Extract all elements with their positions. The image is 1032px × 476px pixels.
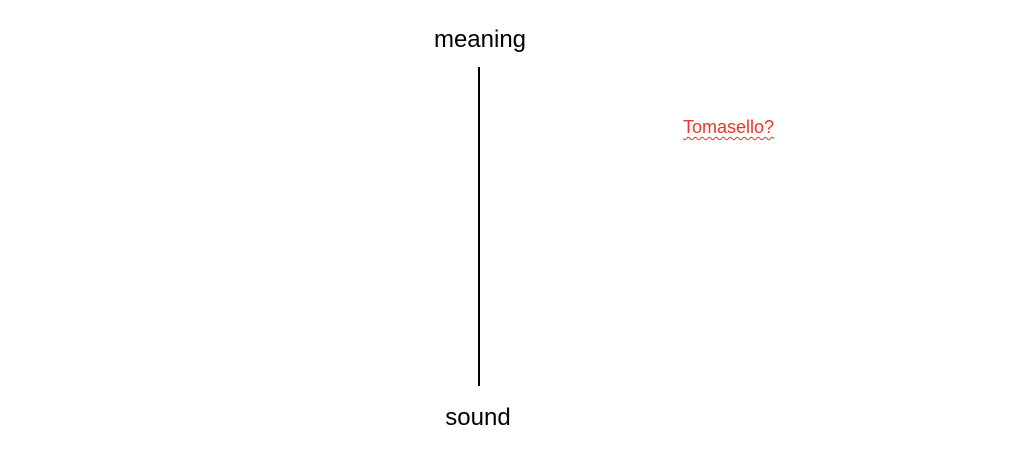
meaning-sound-axis-line bbox=[478, 67, 480, 386]
sound-label: sound bbox=[445, 404, 511, 431]
tomasello-note[interactable]: Tomasello? bbox=[683, 117, 775, 137]
meaning-label: meaning bbox=[433, 26, 527, 53]
